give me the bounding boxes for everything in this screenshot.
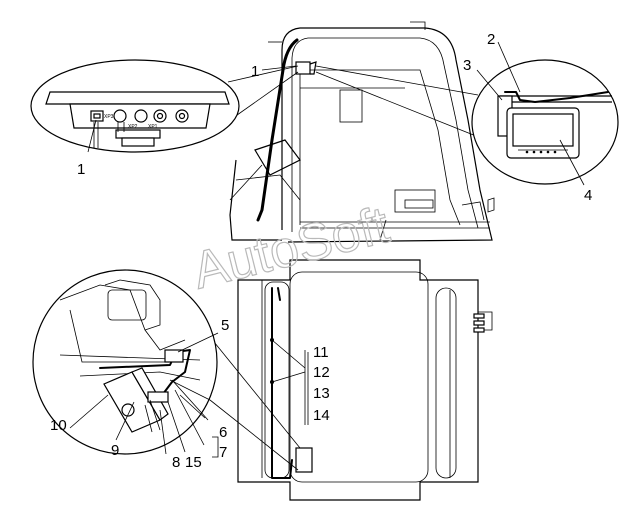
connector-label-xp2: XP2 <box>128 124 138 130</box>
callout-5: 5 <box>221 317 229 334</box>
callout-14: 14 <box>313 407 330 424</box>
connector-label-xp3: XP3 <box>104 114 114 120</box>
callout-10: 10 <box>50 417 67 434</box>
callout-1-left: 1 <box>77 161 85 178</box>
callout-8: 8 <box>172 454 180 471</box>
autosoft-watermark: AutoSoft <box>187 196 395 301</box>
callout-15: 15 <box>185 454 202 471</box>
leader-lines <box>69 41 585 458</box>
callout-13: 13 <box>313 385 330 402</box>
cab-top-view <box>237 259 493 501</box>
callout-12: 12 <box>313 364 330 381</box>
callout-6: 6 <box>219 424 227 441</box>
callout-numbers: 1 1 2 3 4 5 6 7 8 9 10 11 12 13 14 15 <box>50 31 592 471</box>
callout-7: 7 <box>219 444 227 461</box>
connector-label-xp1: XP1 <box>148 124 158 130</box>
callout-2: 2 <box>487 31 495 48</box>
cab-side-view <box>229 21 495 243</box>
detail-bubble-left: XP3 XP2 XP1 <box>30 59 299 153</box>
callout-11: 11 <box>313 344 329 361</box>
callout-1-top: 1 <box>251 63 259 80</box>
detail-bubble-right <box>315 59 619 185</box>
detail-bubble-lower <box>32 269 301 471</box>
callout-3: 3 <box>463 57 471 74</box>
callout-9: 9 <box>111 442 119 459</box>
callout-4: 4 <box>584 187 592 204</box>
